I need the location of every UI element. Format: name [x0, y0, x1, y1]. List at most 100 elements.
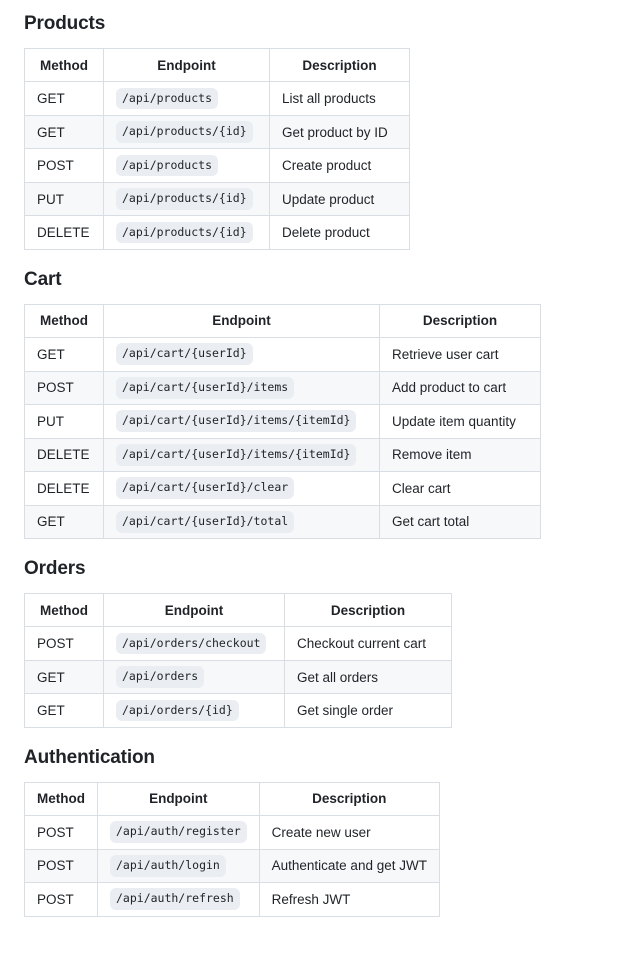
cell-description: Authenticate and get JWT	[258, 848, 440, 883]
cell-http-method: POST	[24, 882, 98, 917]
cell-description: Delete product	[269, 215, 410, 250]
endpoint-code-chip: /api/cart/{userId}/items/{itemId}	[116, 410, 357, 432]
column-header-endpoint: Endpoint	[103, 592, 285, 628]
cell-http-method: POST	[24, 815, 98, 850]
endpoint-code-chip: /api/auth/register	[110, 821, 247, 843]
cell-http-method: GET	[24, 693, 104, 728]
endpoint-code-chip: /api/cart/{userId}	[116, 343, 253, 365]
cell-description: Create product	[269, 148, 410, 183]
table-row: PUT/api/cart/{userId}/items/{itemId}Upda…	[24, 404, 541, 439]
column-header-method: Method	[24, 303, 104, 338]
endpoint-code-chip: /api/orders	[116, 666, 205, 688]
endpoint-code-chip: /api/auth/login	[110, 854, 226, 877]
section-heading: Cart	[24, 268, 62, 290]
section-heading: Products	[24, 13, 106, 34]
table-row: POST/api/auth/login Authenticate and get …	[24, 848, 440, 883]
table-row: GET/api/products/{id} Get product by ID	[24, 114, 410, 150]
cell-endpoint-path: /api/cart/{userId}/clear	[103, 471, 380, 506]
cell-http-method: POST	[24, 370, 104, 405]
table-row: POST/api/auth/register Create new user	[24, 815, 440, 850]
endpoint-code-chip: /api/products/{id}	[116, 188, 253, 210]
cell-http-method: GET	[24, 81, 104, 116]
column-header-endpoint: Endpoint	[103, 303, 380, 338]
table-row: DELETE/api/cart/{userId}/clear Clear cart	[24, 471, 541, 506]
section-heading: Authentication	[24, 746, 155, 768]
table-row: GET/api/products List all products	[24, 81, 410, 116]
cell-description: Get product by ID	[269, 114, 410, 150]
cell-description: Add product to cart	[379, 370, 541, 405]
cell-endpoint-path: /api/orders	[103, 659, 285, 695]
table-row: GET/api/cart/{userId}Retrieve user cart	[24, 337, 541, 372]
cell-http-method: GET	[24, 504, 104, 539]
column-header-description: Description	[258, 781, 440, 816]
table-row: PUT/api/products/{id} Update product	[24, 181, 410, 217]
cell-endpoint-path: /api/cart/{userId}	[103, 337, 380, 372]
cell-description: Clear cart	[379, 471, 541, 506]
column-header-method: Method	[24, 781, 98, 816]
cell-endpoint-path: /api/cart/{userId}/items/{itemId}	[103, 404, 380, 439]
cell-http-method: PUT	[24, 404, 104, 439]
cell-endpoint-path: /api/products	[103, 148, 270, 183]
cell-endpoint-path: /api/cart/{userId}/items/{itemId}	[103, 437, 380, 472]
cell-endpoint-path: /api/products/{id}	[103, 114, 270, 150]
cell-endpoint-path: /api/auth/login	[97, 848, 260, 883]
endpoint-code-chip: /api/orders/{id}	[116, 699, 239, 722]
cell-endpoint-path: /api/orders/checkout	[103, 626, 285, 661]
section-heading: Orders	[24, 558, 86, 579]
cell-description: Update product	[269, 181, 410, 217]
cell-endpoint-path: /api/orders/{id}	[103, 693, 285, 728]
cell-http-method: DELETE	[24, 471, 104, 506]
endpoint-code-chip: /api/products/{id}	[116, 121, 253, 143]
cell-endpoint-path: /api/products	[103, 81, 270, 116]
table-row: POST/api/cart/{userId}/items Add product …	[24, 370, 541, 405]
cell-description: List all products	[269, 81, 410, 116]
endpoint-code-chip: /api/cart/{userId}/total	[116, 510, 295, 533]
cell-description: Get all orders	[284, 659, 452, 695]
cell-description: Remove item	[379, 437, 541, 472]
column-header-description: Description	[379, 303, 541, 338]
endpoint-code-chip: /api/cart/{userId}/items	[116, 376, 295, 399]
endpoint-code-chip: /api/orders/checkout	[116, 632, 267, 655]
column-header-endpoint: Endpoint	[97, 781, 260, 816]
cell-endpoint-path: /api/products/{id}	[103, 181, 270, 217]
cell-http-method: GET	[24, 337, 104, 372]
cell-description: Checkout current cart	[284, 626, 452, 661]
cell-endpoint-path: /api/cart/{userId}/total	[103, 504, 380, 539]
cell-endpoint-path: /api/cart/{userId}/items	[103, 370, 380, 405]
endpoint-code-chip: /api/products	[116, 87, 219, 110]
endpoint-code-chip: /api/cart/{userId}/items/{itemId}	[116, 443, 357, 466]
cell-description: Refresh JWT	[258, 882, 440, 917]
cell-description: Create new user	[258, 815, 440, 850]
column-header-description: Description	[284, 592, 452, 628]
cell-http-method: DELETE	[24, 215, 104, 250]
table-row: DELETE/api/cart/{userId}/items/{itemId} R…	[24, 437, 541, 472]
cell-http-method: POST	[24, 848, 98, 883]
cell-http-method: POST	[24, 626, 104, 661]
cell-http-method: DELETE	[24, 437, 104, 472]
cell-endpoint-path: /api/auth/refresh	[97, 882, 260, 917]
column-header-description: Description	[269, 47, 410, 83]
cell-http-method: PUT	[24, 181, 104, 217]
endpoint-code-chip: /api/cart/{userId}/clear	[116, 477, 295, 499]
cell-http-method: POST	[24, 148, 104, 183]
cell-http-method: GET	[24, 114, 104, 150]
table-row: POST/api/auth/refresh Refresh JWT	[24, 882, 440, 917]
endpoint-code-chip: /api/auth/refresh	[110, 888, 240, 910]
